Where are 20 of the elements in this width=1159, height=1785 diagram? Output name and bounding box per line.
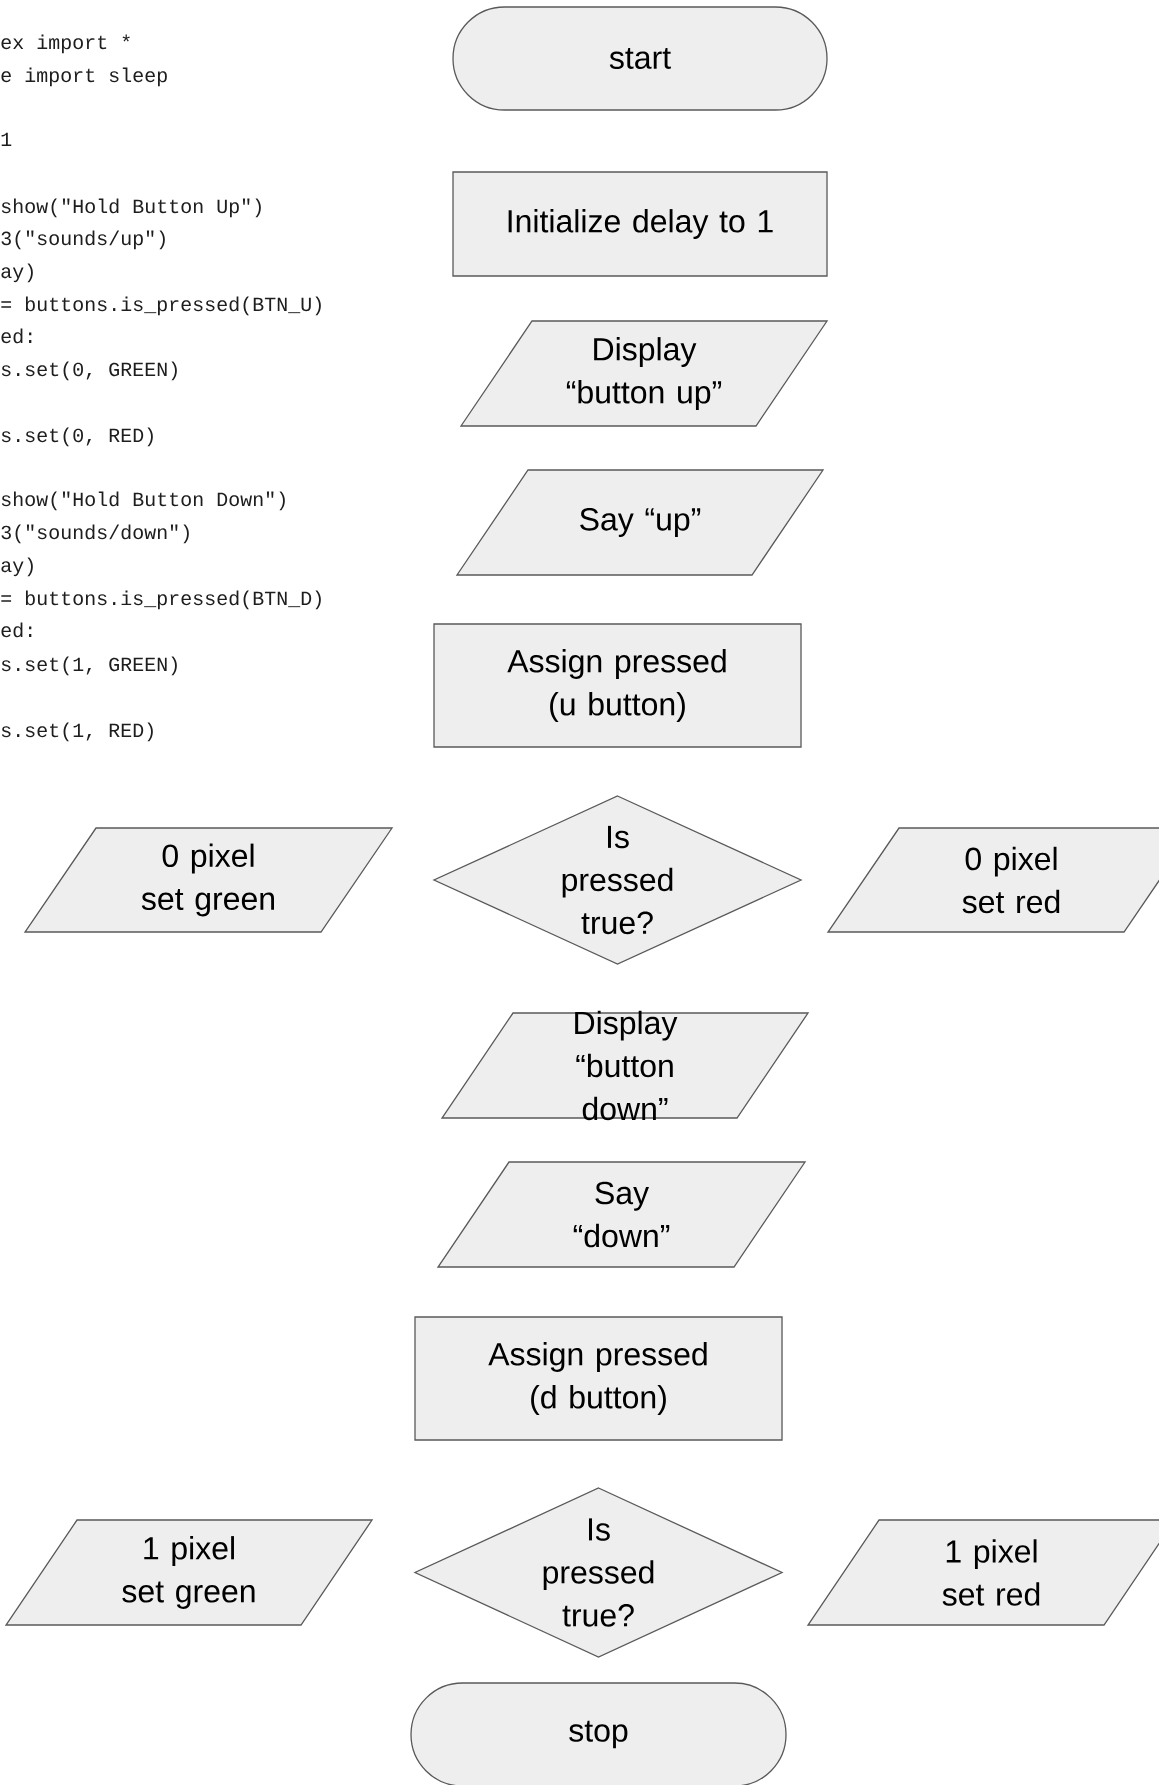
code-line: ay): [1, 557, 33, 577]
code-line: 3("sounds/up"): [1, 230, 165, 250]
code-line: s.set(0, RED): [1, 427, 153, 447]
code-line: = buttons.is_pressed(BTN_D): [1, 590, 321, 610]
code-line: 3("sounds/down"): [1, 524, 189, 544]
process-box: Assign pressed (d button): [414, 1316, 783, 1441]
code-line: ay): [1, 263, 33, 283]
code-line: s.set(1, GREEN): [1, 656, 177, 676]
code-line: ed:: [1, 622, 32, 638]
process-box: Initialize delay to 1: [452, 171, 828, 277]
code-line: ed:: [1, 328, 32, 344]
code-line: = buttons.is_pressed(BTN_U): [1, 296, 321, 316]
code-line: show("Hold Button Up"): [1, 198, 261, 218]
process-box: Assign pressed (u button): [433, 623, 802, 748]
code-line: e import sleep: [1, 67, 167, 87]
code-line: s.set(1, RED): [1, 722, 153, 742]
code-line: show("Hold Button Down"): [1, 491, 285, 511]
code-line: ex import *: [1, 34, 130, 54]
code-line: s.set(0, GREEN): [1, 361, 177, 381]
code-line: 1: [1, 132, 12, 146]
